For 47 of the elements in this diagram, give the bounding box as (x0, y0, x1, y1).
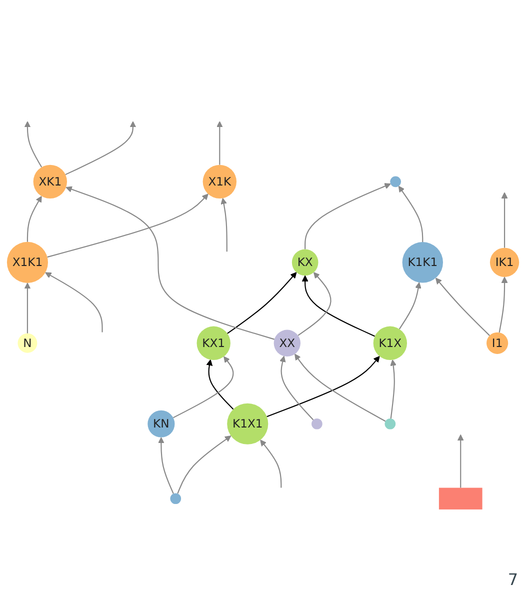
node-circle: X1K1 (6, 242, 48, 283)
arrow (298, 272, 332, 336)
arrow (172, 356, 234, 418)
node-box (438, 488, 482, 510)
arrow (398, 282, 422, 330)
node-circle: KN (148, 410, 175, 438)
node-circle: K1K1 (402, 242, 443, 283)
arrow (220, 198, 228, 252)
node-circle: I1 (486, 332, 508, 354)
arrow (66, 186, 275, 340)
arrow (45, 272, 103, 332)
node-circle: K1X1 (227, 403, 268, 444)
arrow (206, 359, 234, 410)
arrow (177, 435, 232, 494)
node-circle: N (18, 333, 38, 353)
arrow (65, 121, 136, 175)
arrow (390, 359, 396, 418)
node-circle: XX (274, 330, 300, 356)
node-circle (390, 176, 401, 187)
node-circle (312, 418, 322, 430)
node-circle: KX (292, 249, 318, 276)
node-circle: K1X (373, 326, 408, 360)
node-circle (384, 418, 396, 430)
arrow (158, 437, 174, 494)
arrow (24, 282, 31, 334)
arrow (47, 194, 208, 258)
arrow (24, 121, 42, 168)
page-number: 7 (508, 570, 518, 589)
arrow (260, 440, 282, 488)
arrow (398, 186, 424, 242)
node-circle: IK1 (490, 248, 520, 277)
arrow (435, 278, 490, 336)
arrow (227, 272, 297, 334)
node-circle (170, 493, 182, 504)
node-circle: XK1 (33, 164, 67, 198)
arrow (498, 276, 508, 332)
arrow (266, 356, 380, 417)
arrow (304, 182, 391, 250)
arrow (302, 275, 376, 337)
arrow (26, 196, 42, 242)
arrow (280, 356, 314, 420)
arrow (501, 192, 508, 248)
arrow (457, 434, 464, 488)
node-circle: KX1 (196, 326, 230, 360)
arrow (216, 121, 223, 165)
arrow (294, 354, 386, 422)
node-circle: X1K (202, 164, 236, 198)
